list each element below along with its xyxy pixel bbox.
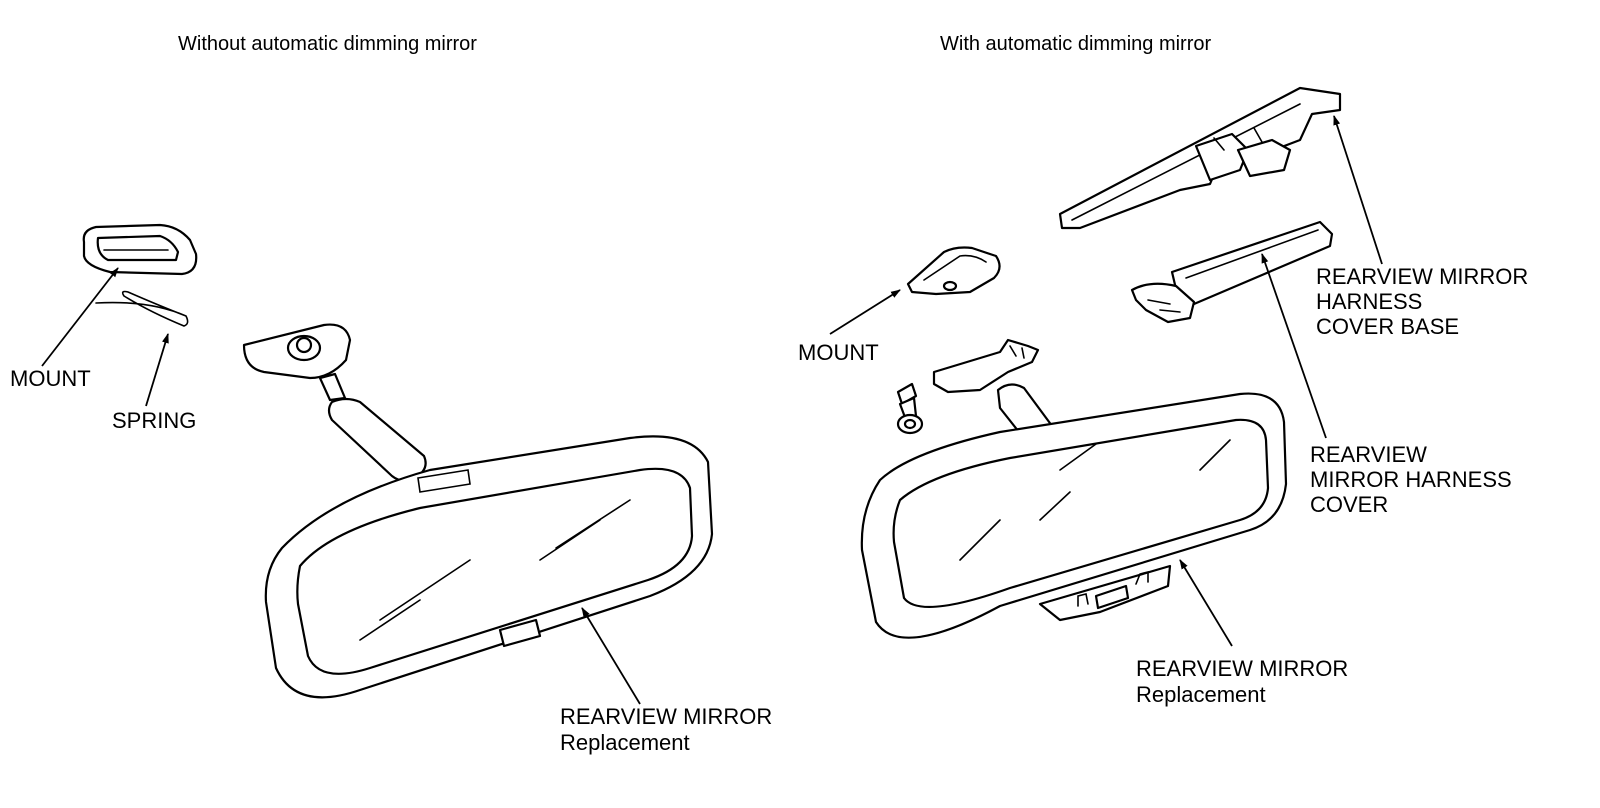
left-panel-title: Without automatic dimming mirror <box>178 33 477 55</box>
cover-label-line1: REARVIEW <box>1310 442 1427 467</box>
right-mirror-body <box>860 392 1288 639</box>
cover-base-label-line3: COVER BASE <box>1316 314 1460 339</box>
left-leader-lines <box>41 267 641 705</box>
right-harness-cover-base-part <box>1058 86 1342 230</box>
cover-base-label-line2: HARNESS <box>1316 289 1423 314</box>
left-spring-label: SPRING <box>112 408 197 433</box>
cover-label-line2: MIRROR HARNESS <box>1310 467 1512 492</box>
left-mount-label: MOUNT <box>10 366 91 391</box>
right-screw-part <box>896 382 924 435</box>
left-mount-part <box>82 223 198 276</box>
cover-label-line3: COVER <box>1310 492 1389 517</box>
right-panel-title: With automatic dimming mirror <box>940 33 1212 55</box>
right-mirror-label-line1: REARVIEW MIRROR <box>1136 656 1349 681</box>
left-mirror-body <box>264 435 714 699</box>
right-harness-cover-part <box>1130 220 1334 324</box>
right-mount-part <box>906 246 1001 296</box>
left-mirror-label-line2: Replacement <box>560 730 690 755</box>
left-mirror-label-line1: REARVIEW MIRROR <box>560 704 773 729</box>
cover-base-label-line1: REARVIEW MIRROR <box>1316 264 1529 289</box>
left-spring-part <box>95 290 189 327</box>
right-mount-label: MOUNT <box>798 340 879 365</box>
left-mirror-stem <box>242 323 427 482</box>
right-leader-lines <box>829 115 1383 647</box>
right-mirror-label-line2: Replacement <box>1136 682 1266 707</box>
